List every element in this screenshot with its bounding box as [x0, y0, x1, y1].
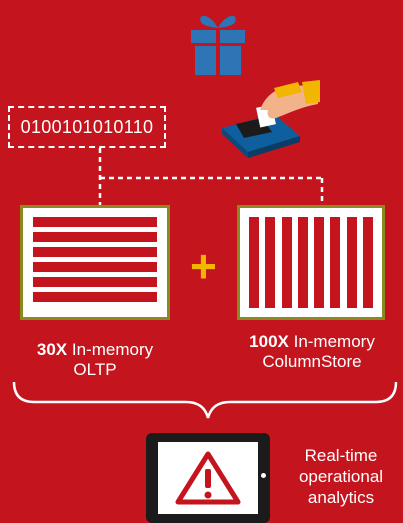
binary-text: 0100101010110 — [20, 116, 154, 137]
column-stripe — [265, 217, 276, 308]
row-stripe — [33, 292, 157, 302]
row-stripe — [33, 277, 157, 287]
column-stripe — [346, 217, 357, 308]
column-stripe — [314, 217, 325, 308]
columnstore-multiplier: 100X — [249, 332, 289, 351]
oltp-row-store-card — [20, 205, 170, 320]
column-stripe — [249, 217, 259, 308]
column-stripe — [362, 217, 373, 308]
oltp-multiplier: 30X — [36, 340, 68, 359]
columnstore-line1: In-memory — [293, 332, 375, 351]
gift-icon — [191, 15, 245, 75]
payment-terminal-icon — [222, 80, 320, 158]
oltp-label: 30X In-memory OLTP — [0, 340, 190, 380]
row-stripe — [33, 232, 157, 242]
grouping-brace — [12, 381, 398, 419]
plus-sign: + — [190, 240, 217, 292]
binary-data-box: 0100101010110 — [8, 106, 166, 148]
columnstore-label: 100X In-memory ColumnStore — [222, 332, 402, 372]
warning-icon — [175, 451, 241, 505]
tablet-home-button — [261, 473, 266, 478]
oltp-line1: In-memory — [71, 340, 154, 359]
realtime-line2: operational — [298, 467, 384, 486]
columnstore-line2: ColumnStore — [262, 352, 362, 371]
tablet-icon — [146, 433, 270, 523]
realtime-line3: analytics — [307, 488, 375, 507]
oltp-line2: OLTP — [73, 360, 117, 379]
column-stripe — [297, 217, 308, 308]
row-stripe — [33, 217, 157, 227]
tablet-screen — [158, 442, 258, 514]
row-stripe — [33, 247, 157, 257]
column-stripe — [330, 217, 341, 308]
column-stripe — [281, 217, 292, 308]
row-stripe — [33, 262, 157, 272]
realtime-line1: Real-time — [304, 446, 378, 465]
columnstore-card — [237, 205, 385, 320]
realtime-analytics-label: Real-time operational analytics — [280, 445, 402, 508]
